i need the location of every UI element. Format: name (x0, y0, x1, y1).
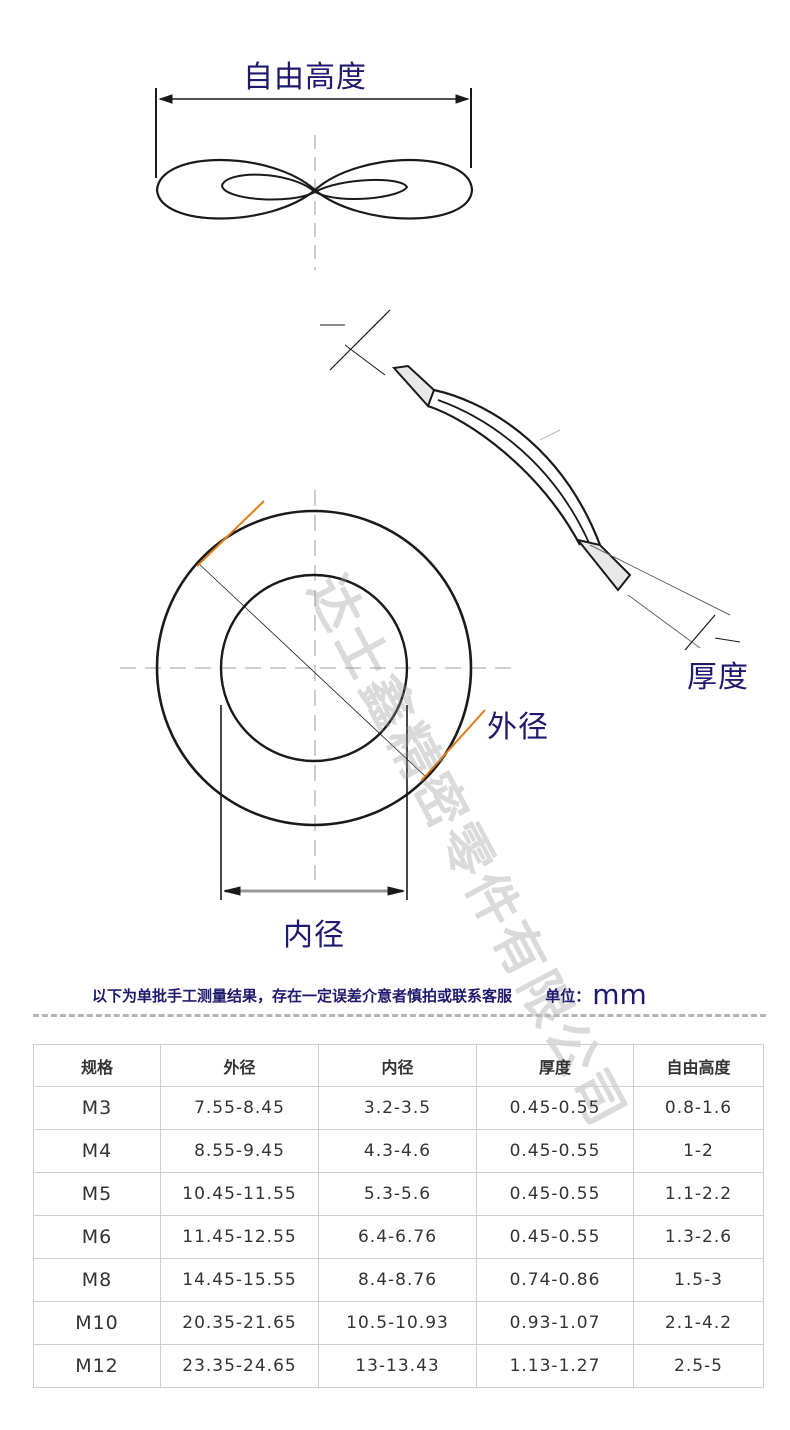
table-row: M5 10.45-11.55 5.3-5.6 0.45-0.55 1.1-2.2 (33, 1172, 764, 1216)
wave-washer-drawing (120, 88, 741, 900)
cell-size: M5 (33, 1172, 161, 1216)
inner-diameter-label: 内径 (283, 918, 345, 953)
unit-value: mm (592, 978, 647, 1011)
note-text: 以下为单批手工测量结果，存在一定误差介意者慎拍或联系客服 (92, 987, 513, 1005)
side-view-figure (155, 88, 474, 270)
table-row: M3 7.55-8.45 3.2-3.5 0.45-0.55 0.8-1.6 (33, 1086, 764, 1130)
cell-size: M4 (33, 1129, 161, 1173)
table-row: M8 14.45-15.55 8.4-8.76 0.74-0.86 1.5-3 (33, 1258, 764, 1302)
cell-outer-diameter: 8.55-9.45 (160, 1129, 319, 1173)
cell-size: M10 (33, 1301, 161, 1345)
table-header-row: 规格 外径 内径 厚度 自由高度 (33, 1044, 764, 1087)
table-row: M12 23.35-24.65 13-13.43 1.13-1.27 2.5-5 (33, 1344, 764, 1388)
table-row: M6 11.45-12.55 6.4-6.76 0.45-0.55 1.3-2.… (33, 1215, 764, 1259)
table-row: M10 20.35-21.65 10.5-10.93 0.93-1.07 2.1… (33, 1301, 764, 1345)
cell-inner-diameter: 13-13.43 (318, 1344, 477, 1388)
cell-thickness: 0.74-0.86 (476, 1258, 634, 1302)
header-thickness: 厚度 (476, 1044, 634, 1087)
cell-thickness: 0.45-0.55 (476, 1172, 634, 1216)
cell-free-height: 1.3-2.6 (633, 1215, 764, 1259)
cell-thickness: 0.93-1.07 (476, 1301, 634, 1345)
header-size: 规格 (33, 1044, 161, 1087)
cell-free-height: 1.5-3 (633, 1258, 764, 1302)
cell-size: M3 (33, 1086, 161, 1130)
cell-free-height: 1.1-2.2 (633, 1172, 764, 1216)
cell-outer-diameter: 10.45-11.55 (160, 1172, 319, 1216)
measurement-note: 以下为单批手工测量结果，存在一定误差介意者慎拍或联系客服 单位：mm (92, 978, 647, 1011)
cell-thickness: 0.45-0.55 (476, 1215, 634, 1259)
free-height-label: 自由高度 (243, 60, 367, 95)
cell-size: M8 (33, 1258, 161, 1302)
thickness-label: 厚度 (687, 660, 749, 695)
header-inner-diameter: 内径 (318, 1044, 477, 1087)
cross-section-view (320, 309, 741, 651)
cell-size: M6 (33, 1215, 161, 1259)
table-row: M4 8.55-9.45 4.3-4.6 0.45-0.55 1-2 (33, 1129, 764, 1173)
cell-free-height: 2.5-5 (633, 1344, 764, 1388)
header-free-height: 自由高度 (633, 1044, 764, 1087)
spec-table: 规格 外径 内径 厚度 自由高度 M3 7.55-8.45 3.2-3.5 0.… (33, 1044, 764, 1388)
unit-label: 单位： (545, 987, 591, 1005)
cell-thickness: 1.13-1.27 (476, 1344, 634, 1388)
cell-outer-diameter: 14.45-15.55 (160, 1258, 319, 1302)
cell-outer-diameter: 20.35-21.65 (160, 1301, 319, 1345)
cell-inner-diameter: 8.4-8.76 (318, 1258, 477, 1302)
cell-inner-diameter: 3.2-3.5 (318, 1086, 477, 1130)
outer-diameter-label: 外径 (487, 710, 549, 745)
top-view-circles (120, 490, 520, 900)
cell-inner-diameter: 6.4-6.76 (318, 1215, 477, 1259)
cell-inner-diameter: 4.3-4.6 (318, 1129, 477, 1173)
header-outer-diameter: 外径 (160, 1044, 319, 1087)
cell-outer-diameter: 11.45-12.55 (160, 1215, 319, 1259)
cell-inner-diameter: 10.5-10.93 (318, 1301, 477, 1345)
cell-outer-diameter: 7.55-8.45 (160, 1086, 319, 1130)
cell-inner-diameter: 5.3-5.6 (318, 1172, 477, 1216)
dashed-divider (33, 1014, 766, 1017)
cell-free-height: 1-2 (633, 1129, 764, 1173)
cell-free-height: 0.8-1.6 (633, 1086, 764, 1130)
cell-outer-diameter: 23.35-24.65 (160, 1344, 319, 1388)
cell-thickness: 0.45-0.55 (476, 1086, 634, 1130)
cell-thickness: 0.45-0.55 (476, 1129, 634, 1173)
cell-size: M12 (33, 1344, 161, 1388)
cell-free-height: 2.1-4.2 (633, 1301, 764, 1345)
